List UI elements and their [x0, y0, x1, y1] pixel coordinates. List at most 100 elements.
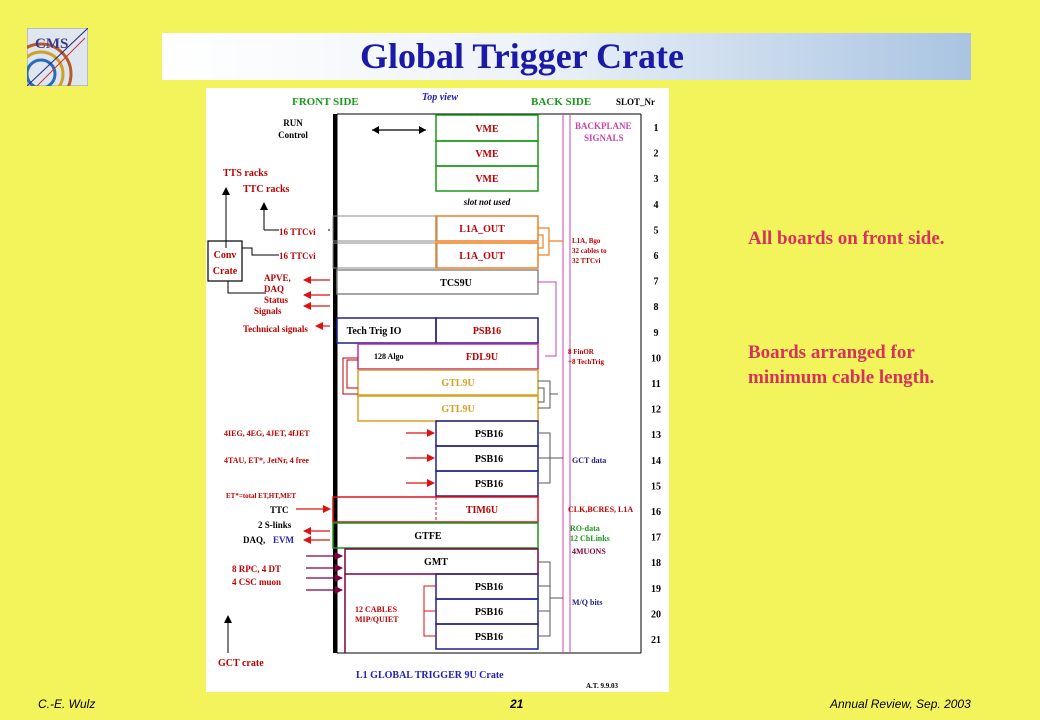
- ttc-racks-label: TTC racks: [243, 184, 290, 195]
- slot-number: 9: [654, 328, 659, 339]
- slot-number: 5: [654, 225, 659, 236]
- gtl9u-board-a: [357, 369, 539, 396]
- note-cable-length: Boards arranged for minimum cable length…: [748, 342, 935, 388]
- slot-number: 10: [651, 353, 661, 364]
- psb16-label-9: PSB16: [473, 326, 501, 337]
- muon-label-1: 8 RPC, 4 DT: [232, 564, 281, 574]
- tcs9u-label: TCS9U: [440, 278, 472, 289]
- clk-label: CLK,BCRES, L1A: [568, 505, 633, 514]
- evm-label: EVM: [273, 535, 295, 545]
- slot-number: 14: [651, 456, 661, 467]
- ttcvi-link-2: [332, 242, 438, 269]
- l1a-out-label-2: L1A_OUT: [459, 251, 505, 262]
- calo-label-2: 4TAU, ET*, JetNr, 4 free: [224, 456, 309, 465]
- status-label-4: Signals: [254, 306, 282, 316]
- gtl9u-label-b: GTL9U: [441, 404, 474, 415]
- backplane-label-2: SIGNALS: [584, 133, 624, 143]
- psb16-label-19: PSB16: [475, 582, 503, 593]
- algo-label: 128 Algo: [374, 352, 404, 361]
- tim6u-label: TIM6U: [466, 505, 498, 516]
- gct-data-label: GCT data: [572, 456, 606, 465]
- back-side-header: BACK SIDE: [531, 96, 591, 108]
- note-boards-front: All boards on front side.: [748, 228, 945, 249]
- slot-number: 21: [651, 635, 661, 646]
- ro-label-3: 4MUONS: [572, 547, 606, 556]
- cables-label-2: MIP/QUIET: [355, 615, 399, 624]
- top-view-header: Top view: [422, 92, 458, 103]
- ttcvi-link-1: [332, 215, 438, 242]
- psb16-label-15: PSB16: [475, 479, 503, 490]
- l1a-bgo-label-3: 32 TTCvi: [572, 257, 601, 265]
- psb16-label-20: PSB16: [475, 607, 503, 618]
- cables-label-1: 12 CABLES: [355, 605, 398, 614]
- vme-label-1: VME: [475, 124, 499, 135]
- status-label-2: DAQ: [264, 284, 284, 294]
- slot-number: 4: [654, 200, 659, 211]
- front-panel-bar: [333, 114, 337, 653]
- slot-unused-label: slot not used: [463, 197, 511, 207]
- cms-logo: CMS: [27, 28, 88, 86]
- slinks-label: 2 S-links: [258, 520, 292, 530]
- l1a-bgo-label-1: L1A, Bgo: [572, 237, 601, 245]
- conv-crate-box: [207, 240, 243, 282]
- slide-title: Global Trigger Crate: [360, 36, 684, 76]
- slot-number: 2: [654, 149, 659, 160]
- ttcvi-label-1: 16 TTCvi: [279, 227, 316, 237]
- gtfe-label: GTFE: [414, 531, 442, 542]
- fdl9u-label: FDL9U: [466, 352, 498, 363]
- tts-racks-label: TTS racks: [223, 168, 268, 179]
- l1a-out-label-1: L1A_OUT: [459, 224, 505, 235]
- crate-diagram: FRONT SIDE Top view BACK SIDE SLOT_Nr 12…: [207, 92, 661, 690]
- footer-event: Annual Review, Sep. 2003: [830, 697, 971, 711]
- calo-label-1: 4IEG, 4EG, 4JET, 4fJET: [224, 429, 310, 438]
- slot-number: 3: [654, 174, 659, 185]
- crate-label: Crate: [213, 266, 238, 277]
- psb16-board-9: [435, 317, 539, 344]
- conv-label: Conv: [214, 250, 237, 261]
- fdl9u-board: [357, 343, 539, 370]
- ttcvi-label-2: 16 TTCvi: [279, 251, 316, 261]
- slot-number: 7: [654, 277, 659, 288]
- slot-header: SLOT_Nr: [616, 97, 655, 107]
- status-label-5: Technical signals: [243, 324, 308, 334]
- backplane-label-1: BACKPLANE: [575, 121, 632, 131]
- vme-board-3: [435, 165, 539, 192]
- slot-number: 8: [654, 302, 659, 313]
- logo-text: CMS: [35, 36, 68, 52]
- slot-number: 11: [651, 379, 660, 390]
- slot-number: 13: [651, 430, 661, 441]
- gct-crate-label: GCT crate: [218, 658, 264, 669]
- slot-number: 19: [651, 584, 661, 595]
- finor-label-2: +8 TechTrig: [568, 358, 604, 366]
- slot-number: 18: [651, 558, 661, 569]
- gtfe-board: [332, 522, 539, 549]
- ro-label-2: 12 ChLinks: [570, 534, 610, 543]
- slot-number: 16: [651, 507, 661, 518]
- mq-label: M/Q bits: [572, 598, 602, 607]
- et-note-label: ET*=total ET,HT,MET: [226, 492, 296, 500]
- slot-number: 15: [651, 481, 661, 492]
- psb16-label-14: PSB16: [475, 454, 503, 465]
- psb16-label-13: PSB16: [475, 429, 503, 440]
- status-label-3: Status: [264, 295, 289, 305]
- tcs9u-board: [336, 269, 539, 295]
- tech-trig-io-label: Tech Trig IO: [347, 326, 402, 337]
- front-side-header: FRONT SIDE: [292, 96, 359, 108]
- diagram-author-label: A.T. 9.9.03: [586, 682, 618, 690]
- footer-page-number: 21: [510, 697, 524, 711]
- l1a-bgo-label-2: 32 cables to: [572, 247, 607, 255]
- footer-author: C.-E. Wulz: [38, 697, 96, 711]
- vme-label-3: VME: [475, 174, 499, 185]
- control-label: Control: [278, 130, 308, 140]
- crate-bottom-label: L1 GLOBAL TRIGGER 9U Crate: [356, 670, 504, 681]
- title-bar: Global Trigger Crate: [162, 33, 971, 80]
- gmt-label: GMT: [424, 557, 448, 568]
- slot-number: 6: [654, 251, 659, 262]
- ttc-label: TTC: [270, 505, 289, 515]
- finor-label-1: 8 FinOR: [568, 348, 595, 356]
- status-label-1: APVE,: [264, 273, 291, 283]
- vme-label-2: VME: [475, 149, 499, 160]
- psb16-label-21: PSB16: [475, 632, 503, 643]
